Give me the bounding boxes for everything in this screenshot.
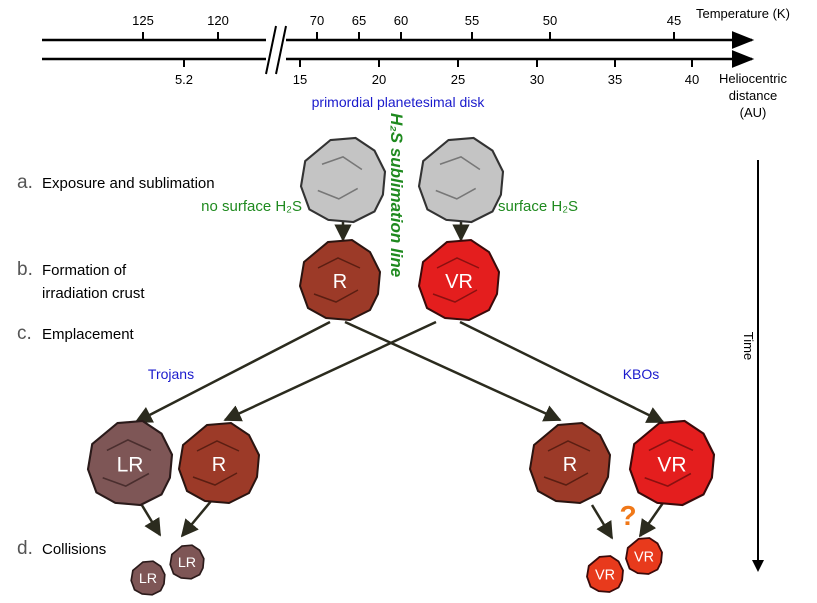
body-label: VR bbox=[445, 271, 473, 293]
kbo-body-r: R bbox=[529, 422, 611, 504]
distance-tick-label: 25 bbox=[451, 72, 465, 87]
time-arrow: Time bbox=[741, 160, 764, 572]
crust-body-left: R bbox=[299, 239, 381, 321]
body-label: LR bbox=[139, 571, 157, 587]
stage-letter: c. bbox=[17, 323, 32, 344]
trojan-body-lr: LR bbox=[86, 419, 174, 507]
distance-tick-label: 35 bbox=[608, 72, 622, 87]
collision-arrow bbox=[138, 501, 162, 537]
emplacement-arrow bbox=[223, 320, 437, 422]
distance-tick-label: 5.2 bbox=[175, 72, 193, 87]
body-label: LR bbox=[178, 555, 196, 571]
stage-text: Emplacement bbox=[42, 326, 135, 343]
temp-tick-label: 60 bbox=[394, 13, 408, 28]
fragment-lr-upper: LR bbox=[169, 544, 205, 580]
stage-b-label: b. Formation of irradiation crust bbox=[17, 259, 145, 302]
stage-a-label: a. Exposure and sublimation bbox=[17, 172, 215, 193]
collision-arrow bbox=[180, 499, 213, 538]
kbo-body-vr: VR bbox=[628, 419, 716, 507]
fragment-vr-lower: VR bbox=[586, 555, 624, 593]
distance-axis-label-line: Heliocentric bbox=[719, 71, 787, 86]
body-label: LR bbox=[117, 453, 144, 476]
collision-arrow bbox=[638, 499, 667, 538]
distance-tick-label: 20 bbox=[372, 72, 386, 87]
distance-tick-label: 30 bbox=[530, 72, 544, 87]
body-label: VR bbox=[634, 549, 654, 565]
gray-planetesimal-right bbox=[417, 136, 505, 224]
distance-tick-label: 40 bbox=[685, 72, 699, 87]
distance-axis: 5.2 15 20 25 30 35 40 Heliocentric dista… bbox=[42, 50, 787, 120]
emplacement-arrow bbox=[344, 320, 562, 422]
stage-text: Collisions bbox=[42, 541, 106, 558]
temp-tick-label: 120 bbox=[207, 13, 229, 28]
crust-body-right: VR bbox=[418, 239, 500, 321]
temp-tick-label: 45 bbox=[667, 13, 681, 28]
stage-text: Exposure and sublimation bbox=[42, 175, 215, 192]
distance-axis-label-line: (AU) bbox=[740, 105, 767, 120]
body-label: R bbox=[563, 454, 577, 476]
temperature-axis: 125 120 70 65 60 55 50 45 Temperature (K… bbox=[42, 6, 790, 49]
temp-tick-label: 55 bbox=[465, 13, 479, 28]
body-label: R bbox=[333, 271, 347, 293]
temp-tick-label: 50 bbox=[543, 13, 557, 28]
collision-arrow bbox=[590, 504, 614, 540]
temperature-axis-label: Temperature (K) bbox=[696, 6, 790, 21]
stage-c-label: c. Emplacement bbox=[17, 323, 135, 344]
trojan-body-r: R bbox=[178, 422, 260, 504]
stage-letter: a. bbox=[17, 172, 33, 193]
body-label: R bbox=[212, 454, 226, 476]
body-label: VR bbox=[657, 453, 686, 476]
emplacement-arrow bbox=[459, 320, 665, 424]
stage-d-label: d. Collisions bbox=[17, 538, 106, 559]
surface-h2s-label: surface H₂S bbox=[498, 198, 578, 215]
distance-tick-label: 15 bbox=[293, 72, 307, 87]
emplacement-arrow bbox=[134, 320, 331, 424]
kbos-label: KBOs bbox=[623, 366, 660, 382]
body-label: VR bbox=[595, 567, 615, 583]
stage-letter: d. bbox=[17, 538, 33, 559]
stage-text: irradiation crust bbox=[42, 285, 145, 302]
temp-tick-label: 125 bbox=[132, 13, 154, 28]
sublimation-line-label: H₂S sublimation line bbox=[387, 113, 406, 277]
distance-axis-label-line: distance bbox=[729, 88, 777, 103]
stage-letter: b. bbox=[17, 259, 33, 280]
question-mark: ? bbox=[619, 500, 636, 531]
stage-text: Formation of bbox=[42, 262, 127, 279]
time-label: Time bbox=[741, 332, 756, 360]
disk-label: primordial planetesimal disk bbox=[312, 94, 486, 110]
no-surface-h2s-label: no surface H₂S bbox=[201, 198, 302, 215]
axis-break-marks bbox=[265, 25, 287, 75]
temp-tick-label: 65 bbox=[352, 13, 366, 28]
temp-tick-label: 70 bbox=[310, 13, 324, 28]
fragment-vr-upper: VR bbox=[625, 537, 663, 575]
gray-planetesimal-left bbox=[299, 136, 387, 224]
trojans-label: Trojans bbox=[148, 366, 194, 382]
fragment-lr-lower: LR bbox=[130, 560, 166, 596]
